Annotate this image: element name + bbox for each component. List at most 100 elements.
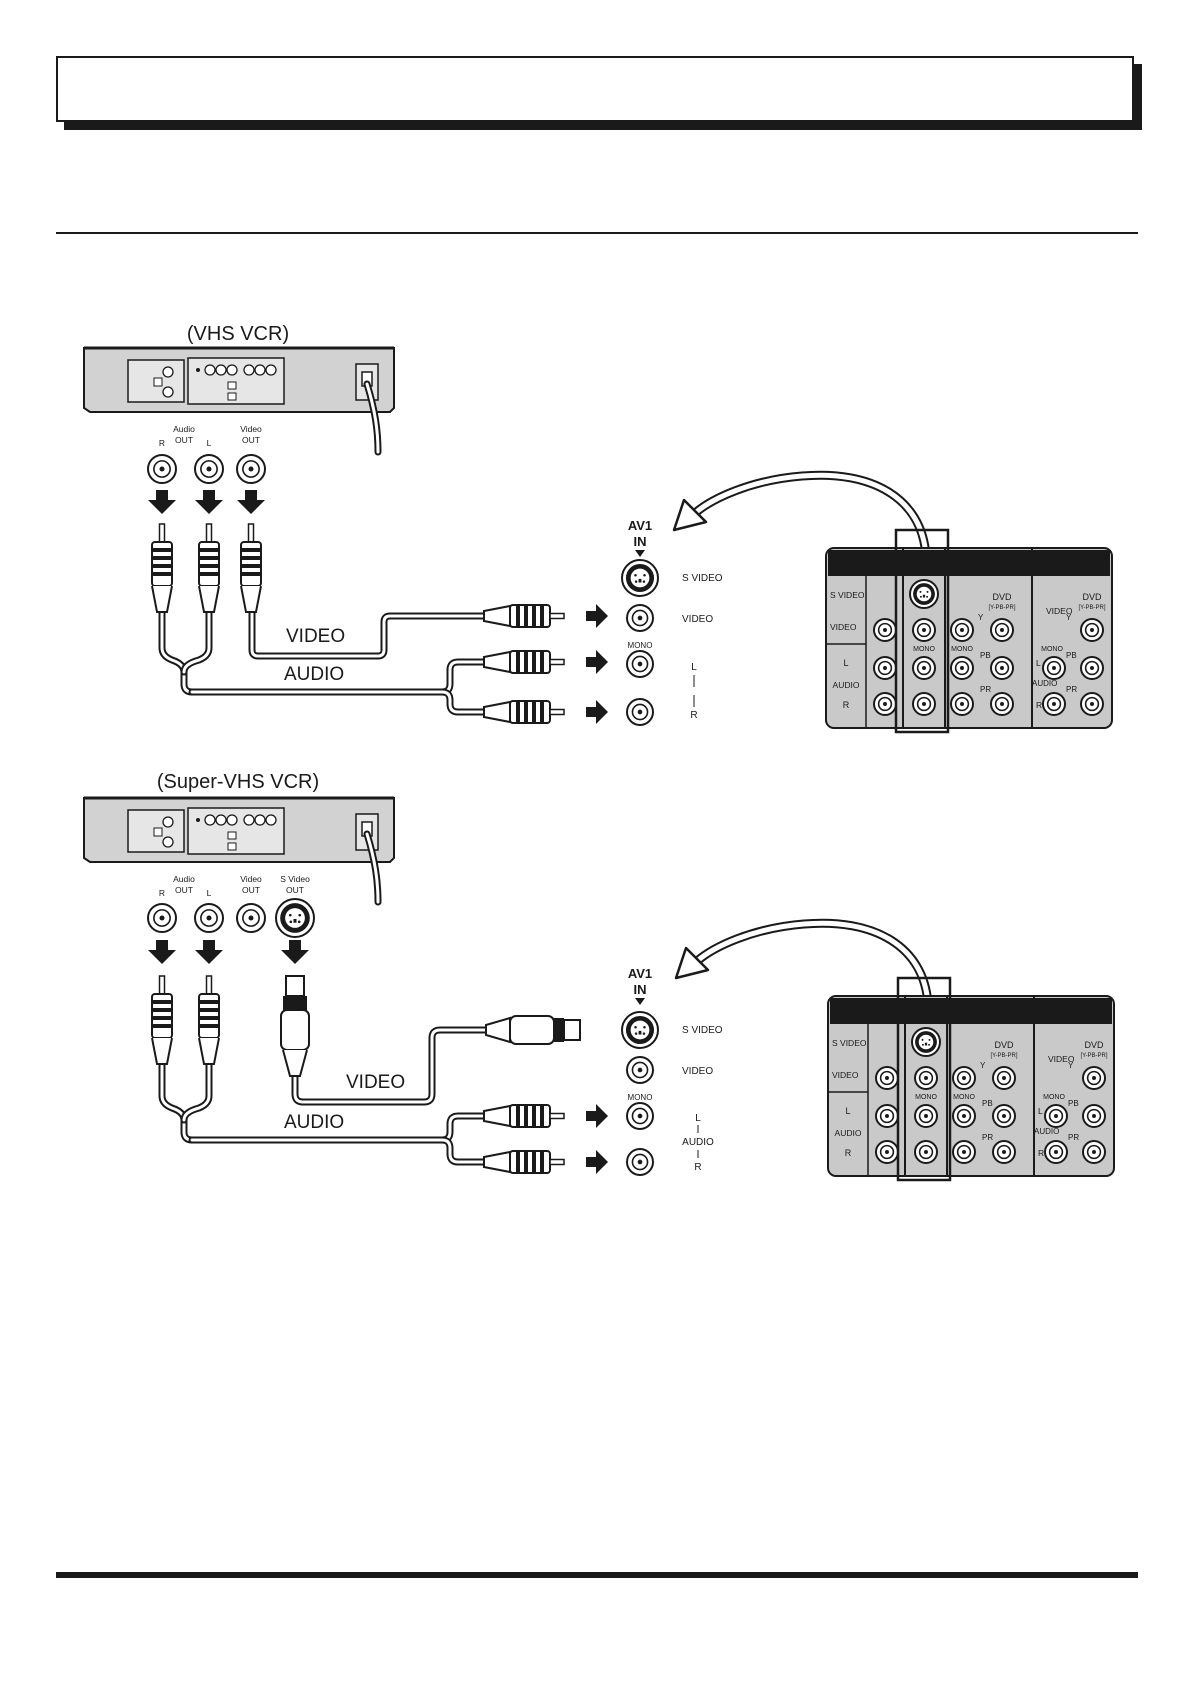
av1-mono-label: MONO [628, 1093, 653, 1102]
tv-av2-y-label: Y [980, 1061, 986, 1070]
cable-label-audio: AUDIO [284, 664, 344, 685]
tv-av2-dvd-sub: [Y-PB-PR] [988, 605, 1015, 611]
tv-av4-pr-jack [1080, 692, 1104, 716]
vcr-jack-label-video-out: OUT [242, 435, 260, 445]
svideo-key [293, 918, 297, 923]
av1-audio-r-jack [626, 698, 654, 726]
svideo-face [916, 586, 932, 602]
rca-plug [483, 1150, 565, 1174]
vcr-jack-label-audio: Audio [173, 874, 195, 884]
jack-center-pin [637, 661, 643, 667]
right-arrow-icon [586, 650, 608, 674]
vcr-svideo-out-jack [275, 898, 315, 938]
svideo-pin [642, 580, 646, 583]
cable-label-video: VIDEO [286, 626, 345, 647]
tv-av4-mono-label: MONO [1041, 646, 1063, 653]
svideo-pin [643, 1026, 646, 1029]
svideo-pin [634, 580, 638, 583]
rca-plug [198, 975, 220, 1065]
tv-av4-video-label: VIDEO [1046, 606, 1073, 616]
svideo-key [638, 1030, 642, 1035]
tv-header-0-bottom: OUT [854, 564, 878, 576]
tv-av4-r-label: R [1036, 700, 1042, 710]
video-cable [250, 608, 486, 658]
av1-label-bottom: IN [634, 982, 647, 997]
tv-av4-l-label: L [1038, 1106, 1043, 1116]
input-label-audio: AUDIO [682, 1137, 714, 1148]
plug-pin [549, 1112, 565, 1120]
curved-arrow-shaft [691, 472, 929, 559]
plug-grip [524, 605, 528, 627]
svideo-pin [634, 1026, 637, 1029]
tv-av4-dvd-sub: [Y-PB-PR] [1080, 1053, 1107, 1059]
plug-grip [540, 1105, 544, 1127]
curved-arrow-head [674, 946, 710, 980]
vcr-switch [227, 392, 237, 401]
jack-center-pin [1054, 1114, 1058, 1118]
right-arrow-icon [586, 1104, 608, 1128]
tv-av4-audio-r-jack [1044, 1140, 1068, 1164]
tv-header-3-bottom: IN [1066, 564, 1077, 576]
tv-av2-pr-label: PR [980, 685, 991, 694]
plug-grip [241, 556, 261, 560]
input-label-r: R [690, 710, 697, 721]
plug-boot [483, 650, 511, 674]
plug-grip [199, 1024, 219, 1028]
tv-av2-video-jack [950, 618, 974, 642]
jack-center-pin [1092, 1150, 1096, 1154]
jack-center-pin [1002, 1114, 1006, 1118]
tv-av1-mono-label: MONO [915, 1094, 937, 1101]
jack-center-pin [1090, 702, 1094, 706]
plug-grip [532, 1151, 536, 1173]
plug-grip [152, 564, 172, 568]
curved-arrow-outline [689, 470, 931, 561]
input-label-r: R [694, 1162, 701, 1173]
tv-header-2-bottom: IN [983, 564, 994, 576]
tv-header-0-bottom: OUT [856, 1012, 880, 1024]
vcr-knob [162, 836, 174, 848]
jack-center-pin [924, 1114, 928, 1118]
tv-av2-audio-r-jack [950, 692, 974, 716]
vcr-button [265, 364, 277, 376]
jack-center-pin [1002, 1076, 1006, 1080]
vcr-knob [162, 386, 174, 398]
vcr-led [196, 368, 200, 372]
vcr-button [254, 814, 266, 826]
plug-grip [199, 564, 219, 568]
vcr-knob [162, 816, 174, 828]
antenna-cable [365, 382, 380, 454]
rca-plug [483, 650, 565, 674]
page-title-box [56, 56, 1134, 122]
svideo-pin [921, 1038, 924, 1041]
tv-av4-y-label: Y [1066, 613, 1072, 622]
tv-monitor-out-jack [873, 618, 897, 642]
audio-cable-l [160, 1060, 486, 1142]
jack-center-pin [1000, 666, 1004, 670]
down-arrow-icon [281, 940, 309, 964]
tv-panel-header [830, 998, 1112, 1024]
rca-plug [483, 1104, 565, 1128]
tv-monitor-out-jack [875, 1140, 899, 1164]
tv-av4-dvd-sub: [Y-PB-PR] [1078, 605, 1105, 611]
vcr-jack-label-l: L [207, 438, 212, 448]
jack-center-pin [637, 1113, 643, 1119]
plug-boot [483, 1150, 511, 1174]
plug-grip [199, 1008, 219, 1012]
av1-video-jack [626, 604, 654, 632]
plug-grip [152, 1008, 172, 1012]
vcr-button [204, 364, 216, 376]
plug-collar [283, 996, 307, 1010]
jack-center-pin [922, 628, 926, 632]
jack-center-pin [883, 628, 887, 632]
vcr-label: (Super-VHS VCR) [157, 771, 319, 793]
vcr-output-jack [236, 454, 266, 484]
svideo-face [630, 568, 650, 588]
audio-cable-r-join [182, 1060, 211, 1122]
tv-av4-pr-jack [1082, 1140, 1106, 1164]
tv-av2-dvd-label: DVD [994, 1040, 1014, 1050]
plug-grip [540, 701, 544, 723]
tv-av1-video-jack [914, 1066, 938, 1090]
down-arrow-icon [195, 940, 223, 964]
jack-center-pin [1000, 702, 1004, 706]
